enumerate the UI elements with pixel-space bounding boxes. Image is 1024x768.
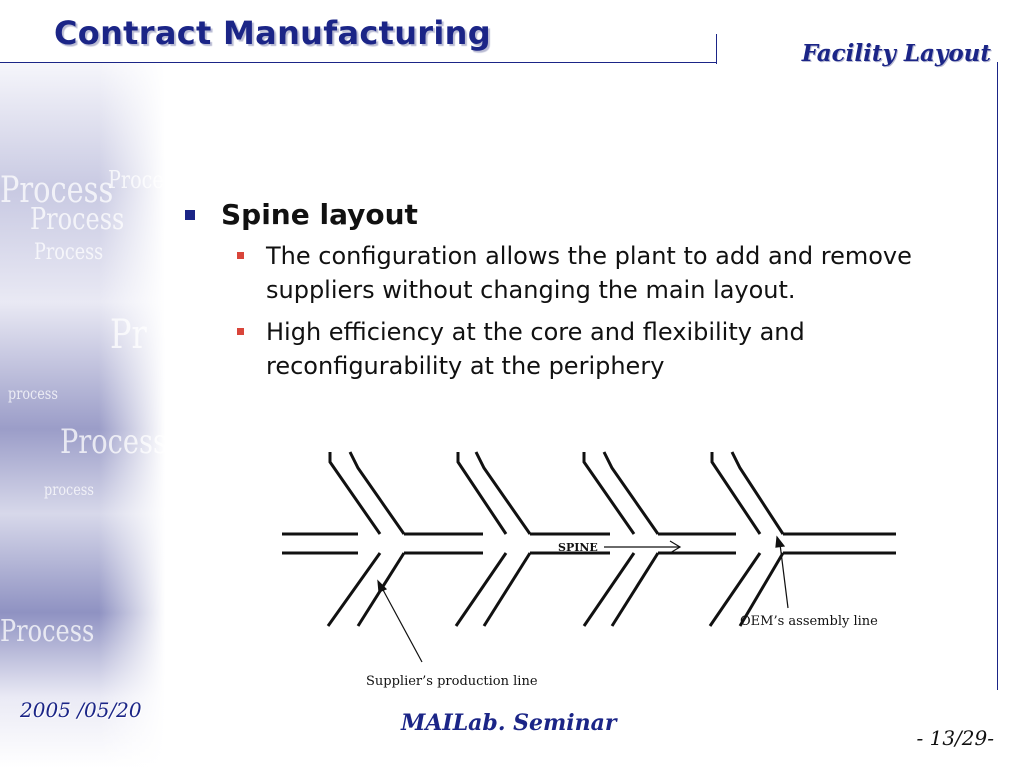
bullet-text: High efficiency at the core and flexibil… bbox=[266, 318, 805, 380]
header-divider-vertical bbox=[716, 34, 717, 64]
footer-date: 2005 /05/20 bbox=[20, 698, 142, 722]
square-bullet-icon bbox=[185, 210, 195, 220]
slide-content: Spine layout The configuration allows th… bbox=[185, 198, 945, 383]
decorative-collage-image: Process Proce process Process Pr Process… bbox=[0, 62, 165, 768]
spine-layout-diagram: SPINE OEM’s assembly line Supplier’s pro… bbox=[282, 451, 896, 689]
oem-pointer bbox=[775, 535, 789, 609]
slide-title: Contract Manufacturing bbox=[54, 14, 491, 52]
bullet-level-1: Spine layout bbox=[185, 198, 945, 231]
footer-seminar: MAILab. Seminar bbox=[401, 710, 617, 736]
collage-word: process bbox=[44, 480, 94, 499]
spine-arrow bbox=[604, 540, 682, 554]
collage-word: Process bbox=[30, 202, 125, 237]
oem-label: OEM’s assembly line bbox=[740, 614, 878, 629]
collage-word: Process bbox=[60, 422, 165, 462]
supplier-label: Supplier’s production line bbox=[366, 674, 538, 689]
supplier-pointer bbox=[377, 579, 423, 663]
spine-main-lines bbox=[282, 532, 896, 555]
bullet-level-2: The configuration allows the plant to ad… bbox=[237, 239, 945, 307]
collage-word: Process bbox=[0, 614, 95, 649]
bullet-level-2: High efficiency at the core and flexibil… bbox=[237, 315, 945, 383]
right-border-line bbox=[997, 62, 998, 690]
supplier-branches bbox=[326, 451, 785, 627]
collage-word: Pr bbox=[110, 312, 147, 358]
bullet-text: The configuration allows the plant to ad… bbox=[266, 242, 912, 304]
bullet-heading: Spine layout bbox=[221, 198, 418, 231]
collage-word: Proce bbox=[108, 166, 164, 194]
collage-word: process bbox=[8, 384, 58, 403]
collage-word: Process bbox=[0, 170, 114, 211]
page-number: - 13/29- bbox=[916, 726, 994, 750]
spine-label: SPINE bbox=[558, 541, 598, 554]
collage-word: Process bbox=[34, 240, 104, 265]
header-divider bbox=[0, 62, 717, 63]
square-bullet-icon bbox=[237, 252, 244, 259]
section-title: Facility Layout bbox=[801, 40, 991, 67]
square-bullet-icon bbox=[237, 328, 244, 335]
